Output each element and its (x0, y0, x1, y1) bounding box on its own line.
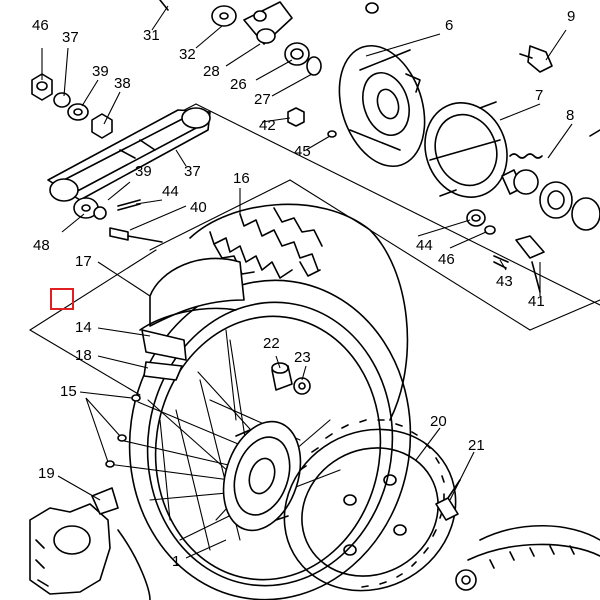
pin-46a (327, 130, 337, 138)
bolt-41 (515, 235, 545, 293)
washer-39a (67, 103, 89, 121)
callout-45: 44 (416, 237, 433, 254)
callout-42: 42 (259, 117, 276, 134)
callout-37: 37 (184, 163, 201, 180)
chain (455, 524, 600, 591)
callout-39-mid: 39 (135, 163, 152, 180)
spring-8 (509, 153, 543, 159)
washer-32 (211, 5, 237, 27)
oring-27 (306, 56, 322, 76)
spoke-nipples (105, 394, 141, 468)
bolt-40 (109, 227, 163, 243)
callout-18: 18 (75, 347, 92, 364)
plate-28 (243, 1, 293, 45)
callout-31: 31 (143, 27, 160, 44)
callout-21: 21 (468, 437, 485, 454)
callout-22: 22 (263, 335, 280, 352)
callout-6: 6 (445, 17, 453, 34)
seal-23 (293, 377, 311, 395)
callout-40: 40 (190, 199, 207, 216)
circlip-top (365, 2, 379, 14)
bearing-right (539, 181, 573, 219)
callout-26: 26 (230, 76, 247, 93)
seal-26 (284, 42, 310, 66)
rim-lock-18 (143, 361, 183, 381)
callout-41: 41 (528, 293, 545, 310)
collar-right (501, 169, 539, 195)
callout-46-right: 46 (438, 251, 455, 268)
brake-shoes-7 (424, 101, 508, 198)
callout-44-right: 43 (496, 273, 513, 290)
callout-15: 15 (60, 383, 77, 400)
nut-42 (287, 107, 305, 127)
callout-19: 19 (38, 465, 55, 482)
callout-20: 20 (430, 413, 447, 430)
callout-32: 32 (179, 46, 196, 63)
hub-1 (222, 420, 302, 532)
callout-28: 28 (203, 63, 220, 80)
tire-16 (189, 203, 409, 421)
callout-39-top: 39 (92, 63, 109, 80)
bushing-48 (73, 197, 107, 220)
brake-panel-6 (338, 44, 426, 168)
callout-27: 27 (254, 91, 271, 108)
selection-marker[interactable] (50, 288, 74, 310)
leader-lines (41, 5, 573, 559)
callout-17: 17 (75, 253, 92, 270)
rim-band-17 (139, 257, 245, 331)
callout-7: 7 (535, 87, 543, 104)
callout-9: 9 (567, 8, 575, 25)
collar-45 (466, 209, 486, 227)
tire-segment-19 (29, 487, 151, 600)
sprocket-20 (283, 419, 457, 592)
callout-14: 14 (75, 319, 92, 336)
axle-right (571, 129, 600, 231)
oring-46b (484, 225, 496, 235)
nut-38 (91, 113, 113, 139)
collar-22 (271, 362, 293, 391)
callout-47: 46 (32, 17, 49, 34)
callout-48: 48 (33, 237, 50, 254)
pin-44a (117, 199, 141, 211)
callout-8: 8 (566, 107, 574, 124)
washer-43 (53, 92, 71, 108)
callout-38: 38 (114, 75, 131, 92)
rim (128, 279, 412, 600)
callout-labels: 46 37 39 38 31 32 28 26 27 42 45 6 9 7 8… (32, 8, 575, 570)
callout-46-top: 45 (294, 143, 311, 160)
callout-23: 23 (294, 349, 311, 366)
swingarm-rod (47, 107, 211, 202)
bolt-9 (519, 45, 553, 73)
valve-cap-14 (141, 329, 187, 361)
callout-16: 16 (233, 170, 250, 187)
callout-43: 37 (62, 29, 79, 46)
callout-1: 1 (172, 553, 180, 570)
callout-44-left: 44 (162, 183, 179, 200)
